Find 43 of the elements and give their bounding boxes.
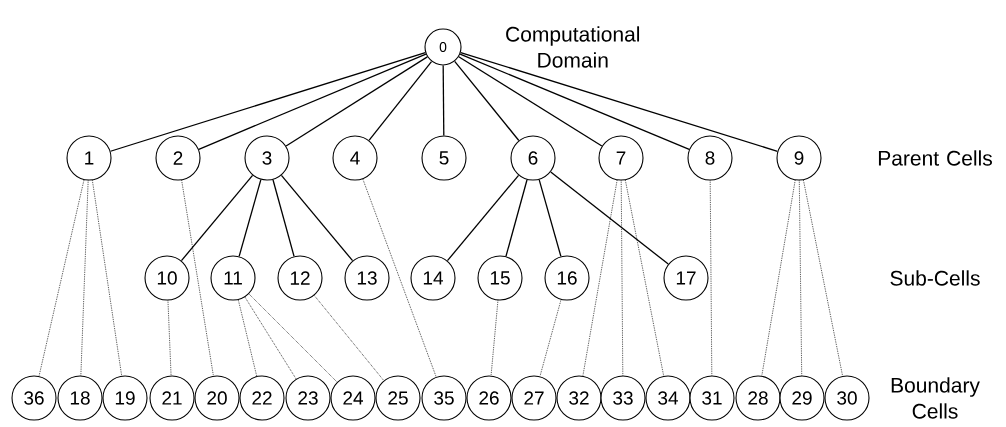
connector-line bbox=[285, 56, 428, 147]
connector-line bbox=[539, 299, 562, 377]
row-label: Parent Cells bbox=[878, 150, 992, 166]
connector-line bbox=[761, 179, 796, 377]
connector-line bbox=[709, 180, 713, 376]
connector-line bbox=[454, 60, 520, 142]
connector-line bbox=[237, 299, 258, 377]
connector-line bbox=[80, 180, 89, 376]
connector-line bbox=[109, 51, 426, 152]
connector-line bbox=[624, 179, 665, 377]
connector-line bbox=[238, 179, 262, 257]
connector-line bbox=[442, 64, 445, 137]
connector-line bbox=[505, 179, 528, 257]
connector-line bbox=[280, 174, 354, 262]
connector-line bbox=[538, 179, 562, 257]
connector-line bbox=[368, 60, 433, 141]
node-caption: Computational Domain bbox=[506, 26, 640, 68]
node-label: 33 bbox=[613, 391, 633, 405]
node-label: 29 bbox=[792, 391, 812, 405]
connector-line bbox=[244, 296, 297, 380]
connector-line bbox=[803, 179, 843, 377]
connector-line bbox=[180, 174, 254, 262]
connector-line bbox=[38, 179, 85, 377]
connector-line bbox=[446, 174, 520, 262]
connector-line bbox=[198, 53, 427, 150]
row-label: Boundary Cells bbox=[891, 377, 980, 419]
connector-line bbox=[460, 51, 779, 152]
connector-line bbox=[91, 179, 123, 377]
row-label: Sub-Cells bbox=[890, 270, 980, 286]
connector-line bbox=[362, 178, 437, 378]
connector-line bbox=[550, 171, 669, 265]
connector-line bbox=[459, 53, 690, 150]
connector-line bbox=[490, 300, 499, 376]
connector-line bbox=[272, 179, 295, 257]
connector-line bbox=[248, 293, 338, 383]
connector-line bbox=[458, 56, 603, 147]
connector-line bbox=[313, 295, 385, 381]
connector-line bbox=[620, 180, 624, 376]
connector-line bbox=[167, 300, 172, 376]
connector-line bbox=[181, 179, 214, 377]
connector-line bbox=[582, 179, 618, 377]
node-label: 31 bbox=[702, 391, 722, 405]
connector-line bbox=[798, 180, 803, 376]
